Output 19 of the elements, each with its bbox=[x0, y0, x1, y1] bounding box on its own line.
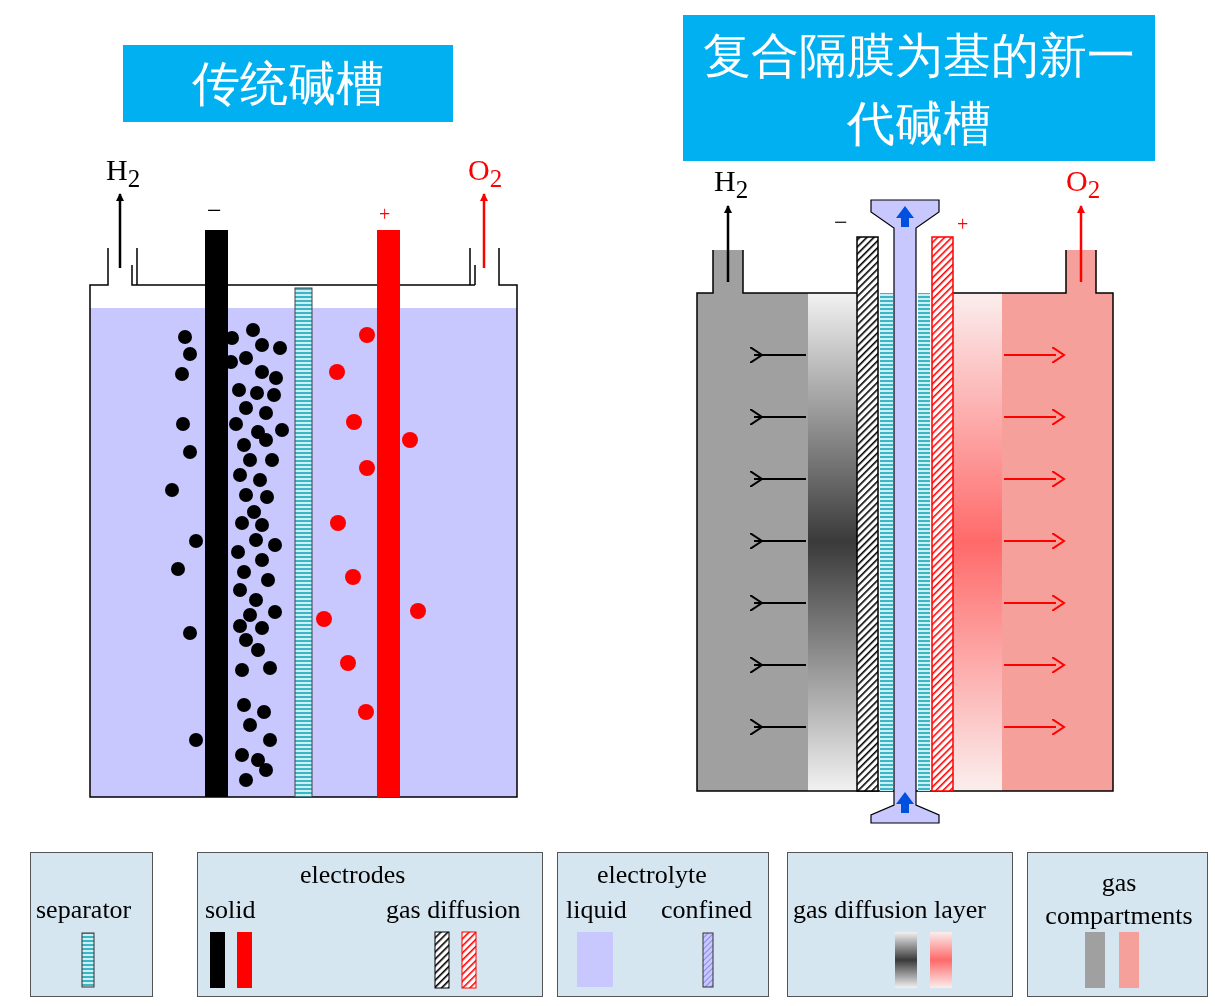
legend-text: gas diffusion bbox=[386, 897, 521, 923]
legend-text: separator bbox=[36, 897, 132, 923]
polarity-sign: + bbox=[379, 204, 391, 224]
legend-text: gas compartments bbox=[1044, 867, 1194, 932]
gas-formula: H$_{2}$ bbox=[714, 166, 749, 202]
legend-text: gas diffusion layer bbox=[793, 897, 987, 923]
gas-formula: O$_{2}$ bbox=[468, 155, 503, 191]
polarity-sign: + bbox=[957, 214, 969, 234]
legend-text: confined bbox=[661, 897, 752, 923]
gas-formula: O$_{2}$ bbox=[1066, 166, 1101, 202]
legend-heading: electrodes bbox=[300, 862, 406, 888]
legend-text: solid bbox=[205, 897, 256, 923]
polarity-sign: − bbox=[207, 198, 222, 224]
gas-formula: H$_{2}$ bbox=[106, 155, 141, 191]
heading-banner: 传统碱槽 bbox=[123, 45, 453, 122]
legend-text: liquid bbox=[566, 897, 627, 923]
legend-heading: electrolyte bbox=[597, 862, 707, 888]
polarity-sign: − bbox=[834, 210, 848, 234]
heading-banner: 复合隔膜为基的新一代碱槽 bbox=[683, 15, 1155, 161]
